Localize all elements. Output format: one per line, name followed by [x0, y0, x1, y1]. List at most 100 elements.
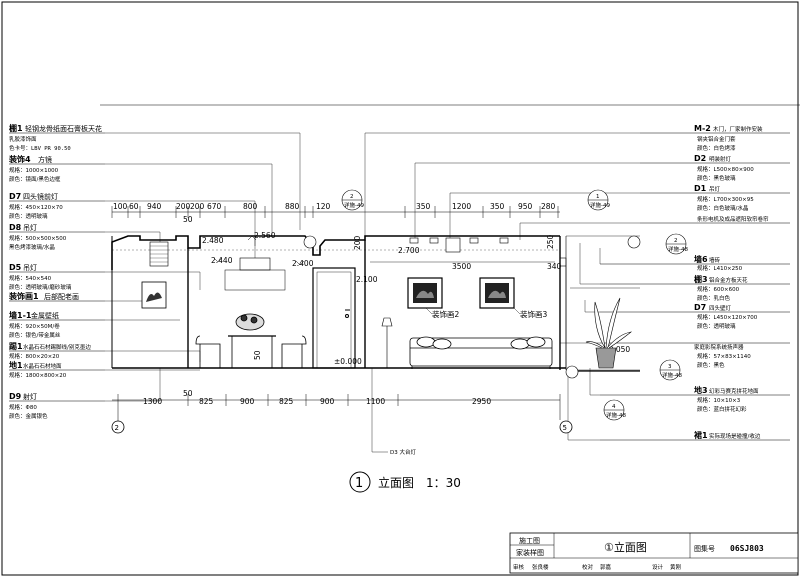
spotlight-d2 — [469, 237, 479, 244]
svg-text:详施-48: 详施-48 — [662, 371, 682, 379]
svg-text:墙1-1: 墙1-1 — [9, 310, 32, 320]
left-note-d5: D5 吊灯 规格：540×540 颜色：透明玻璃/磨砂玻璃 — [9, 263, 72, 291]
door-m2 — [312, 267, 356, 369]
left-note-floor: 地1 水晶石石材地面 规格：1800×800×20 — [9, 360, 67, 379]
svg-text:四头壁灯: 四头壁灯 — [709, 304, 732, 312]
left-note-ceiling: 棚1 轻钢龙骨纸面石膏板天花 乳胶漆饰面 色卡号：LBV PR 90.50 — [9, 123, 102, 152]
svg-text:规格：800×20×20: 规格：800×20×20 — [9, 352, 60, 360]
svg-text:墙6: 墙6 — [694, 254, 708, 264]
dimension-label: 800 — [243, 202, 258, 211]
dimension-label: 200 — [176, 202, 191, 211]
left-note-d9: D9 射灯 规格：Φ80 颜色：金属银色 — [9, 392, 48, 420]
sheet-title: ①立面图 — [604, 540, 647, 554]
height-label: 2.560 — [254, 231, 276, 240]
svg-text:D2: D2 — [694, 154, 706, 163]
ceiling-lights — [149, 236, 509, 271]
note-line: 乳胶漆饰面 — [9, 135, 37, 143]
note-line: 色卡号：LBV PR 90.50 — [9, 144, 71, 152]
lamp-callout: D3 大台灯 — [390, 448, 416, 456]
svg-text:颜色：蓝白拼花幻彩: 颜色：蓝白拼花幻彩 — [697, 405, 747, 413]
drawing-number: 1 — [355, 476, 363, 491]
svg-text:水晶石石材踢脚线/别克墨边: 水晶石石材踢脚线/别克墨边 — [23, 343, 91, 351]
dimension-label: 900 — [320, 397, 335, 406]
svg-text:D9: D9 — [9, 392, 22, 401]
dimension-label: 250 — [546, 234, 555, 249]
svg-text:颜色：银色/带金属丝: 颜色：银色/带金属丝 — [9, 331, 61, 339]
axis-label: 2 — [115, 424, 119, 432]
svg-text:审核: 审核 — [513, 563, 525, 571]
svg-text:吊灯: 吊灯 — [23, 263, 37, 272]
svg-text:规格：1000×1000: 规格：1000×1000 — [9, 166, 59, 174]
svg-text:黑色烤漆玻璃/水晶: 黑色烤漆玻璃/水晶 — [9, 243, 55, 251]
dimension-label: 350 — [490, 202, 505, 211]
dimension-label: 670 — [207, 202, 222, 211]
left-note-skirting: 踢1 水晶石石材踢脚线/别克墨边 规格：800×20×20 — [9, 342, 91, 360]
svg-text:2: 2 — [674, 238, 678, 244]
dimension-label: 940 — [147, 202, 162, 211]
height-label: 2.700 — [398, 246, 420, 255]
axis-markers: 2 5 — [111, 420, 573, 434]
svg-text:地1: 地1 — [9, 360, 23, 370]
svg-text:装饰画1: 装饰画1 — [8, 291, 39, 301]
svg-text:颜色：白色玻璃/水晶: 颜色：白色玻璃/水晶 — [697, 204, 749, 212]
dimension-label: 100 — [113, 202, 128, 211]
art-label: 装饰画3 — [520, 309, 547, 319]
svg-text:颜色：透明玻璃: 颜色：透明玻璃 — [9, 212, 48, 220]
detail-ref-4: 3 详施-48 — [659, 359, 682, 381]
svg-text:郭嘉: 郭嘉 — [600, 563, 612, 571]
dimension-label: 1100 — [366, 397, 385, 406]
svg-text:规格：500×500×500: 规格：500×500×500 — [9, 234, 67, 242]
svg-text:棚3: 棚3 — [694, 274, 708, 284]
painting-1 — [141, 281, 167, 309]
svg-text:规格：450×120×70: 规格：450×120×70 — [9, 203, 63, 211]
dimension-label: 350 — [416, 202, 431, 211]
svg-text:地3: 地3 — [694, 385, 708, 395]
dimension-label: 1200 — [452, 202, 471, 211]
svg-text:水晶石石材地面: 水晶石石材地面 — [23, 362, 62, 370]
svg-text:详施-49: 详施-49 — [344, 201, 364, 209]
detail-ref-3: 2 详施-48 — [665, 233, 688, 255]
dimension-label: 340 — [547, 262, 562, 271]
svg-text:D8: D8 — [9, 223, 22, 232]
svg-text:详施-48: 详施-48 — [668, 245, 688, 253]
dimension-label: 2950 — [472, 397, 491, 406]
svg-text:射灯: 射灯 — [23, 392, 37, 401]
dimension-label: 50 — [253, 350, 262, 360]
drawing-title: 1 立面图 1：30 — [349, 471, 461, 493]
svg-text:吊灯: 吊灯 — [23, 223, 37, 232]
dimension-label: 950 — [518, 202, 533, 211]
svg-text:家庭影院系统扬声器: 家庭影院系统扬声器 — [694, 343, 744, 351]
svg-text:墙砖: 墙砖 — [709, 256, 721, 264]
svg-text:D7: D7 — [694, 303, 706, 312]
dimension-label: 825 — [279, 397, 294, 406]
svg-text:颜色：黑色: 颜色：黑色 — [697, 361, 725, 369]
svg-text:图集号: 图集号 — [694, 544, 715, 553]
pendant-d5 — [239, 257, 271, 271]
dimension-label: 825 — [199, 397, 214, 406]
axis-label: 5 — [563, 424, 567, 432]
detail-ref-5: 4 详施-48 — [603, 399, 626, 421]
svg-text:1: 1 — [596, 194, 600, 200]
dimension-label: 50 — [183, 389, 193, 398]
height-marks: 2.560 2.480 2.440 2.400 2.700 2.100 ±0.0… — [202, 231, 630, 366]
svg-text:吊灯: 吊灯 — [709, 185, 721, 193]
drawing-scale: 1：30 — [426, 476, 461, 490]
painting-3 — [479, 277, 515, 309]
svg-text:4: 4 — [612, 404, 616, 410]
top-dimension-chain: 100 60 940 200 200 670 800 880 120 350 1… — [111, 202, 560, 224]
svg-text:幻彩马赛克拼花地面: 幻彩马赛克拼花地面 — [709, 387, 759, 395]
spotlight-d2 — [499, 237, 509, 244]
svg-text:规格：L410×250: 规格：L410×250 — [697, 264, 743, 272]
svg-text:规格：10×10×3: 规格：10×10×3 — [697, 396, 741, 404]
svg-text:施工图: 施工图 — [519, 536, 540, 545]
svg-text:家装样图: 家装样图 — [516, 548, 544, 557]
svg-text:规格：57×83×1140: 规格：57×83×1140 — [697, 352, 751, 360]
speaker-column — [559, 257, 567, 369]
detail-ref-1: 2 详施-49 — [341, 189, 364, 211]
svg-text:规格：Φ80: 规格：Φ80 — [9, 403, 37, 411]
dimension-label: 3500 — [452, 262, 471, 271]
svg-text:3: 3 — [668, 364, 672, 370]
floor-lamp — [381, 317, 393, 369]
